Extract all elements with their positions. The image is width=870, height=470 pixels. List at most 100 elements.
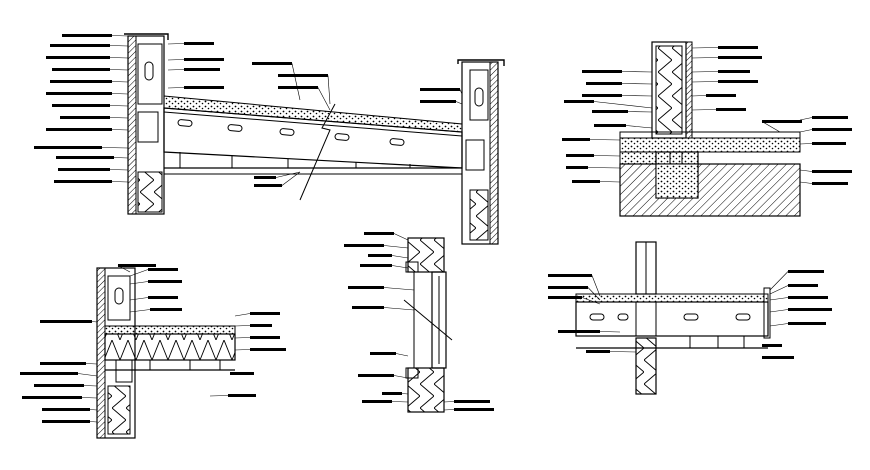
leader-line <box>317 87 331 111</box>
label-text-bar <box>566 166 588 169</box>
label-text-bar <box>58 168 110 171</box>
label-text-bar <box>34 384 84 387</box>
label-text-bar <box>566 154 594 157</box>
right-wall-top-stud <box>469 69 489 121</box>
label-text-bar <box>586 82 622 85</box>
right-end-block <box>465 139 485 171</box>
label-text-bar <box>362 400 392 403</box>
soil-hatch <box>619 163 801 217</box>
label-text-bar <box>46 92 112 95</box>
wall-slot <box>144 61 154 81</box>
label-text-bar <box>454 400 490 403</box>
leader-line <box>83 385 98 387</box>
grade-beam-left <box>619 151 657 165</box>
leader-line <box>89 409 98 411</box>
beam-hangers <box>689 336 745 348</box>
leader-line <box>209 395 229 397</box>
leader-line <box>167 87 185 89</box>
label-text-bar <box>250 324 272 327</box>
leader-line <box>587 287 601 301</box>
leader-line <box>691 47 719 49</box>
label-text-bar <box>278 86 318 89</box>
label-text-bar <box>812 128 852 131</box>
leader-line <box>761 121 781 133</box>
wall-slot <box>114 287 124 305</box>
label-text-bar <box>42 420 90 423</box>
leader-line <box>443 401 455 403</box>
left-parapet-cap <box>124 33 169 40</box>
junction-wall-cladding <box>96 267 106 439</box>
label-text-bar <box>812 182 848 185</box>
label-text-bar <box>594 124 626 127</box>
leader-line <box>799 181 813 184</box>
label-text-bar <box>348 286 384 289</box>
leader-line <box>129 309 151 313</box>
label-text-bar <box>788 296 828 299</box>
label-text-bar <box>40 320 92 323</box>
left-end-block <box>137 111 159 143</box>
leader-line <box>769 309 789 313</box>
leader-line <box>117 265 131 273</box>
label-text-bar <box>548 274 592 277</box>
label-text-bar <box>812 170 852 173</box>
subfloor <box>104 325 236 335</box>
leader-line <box>691 71 719 73</box>
label-text-bar <box>716 108 746 111</box>
wall-slot <box>474 87 484 107</box>
label-text-bar <box>150 308 182 311</box>
label-text-bar <box>228 394 256 397</box>
leader-line <box>691 57 719 59</box>
leader-line <box>691 81 719 83</box>
leader-line <box>111 93 129 95</box>
leader-line <box>77 373 98 377</box>
leader-line <box>391 255 409 259</box>
leader-line <box>691 95 707 97</box>
window-sill-wall <box>407 367 445 413</box>
leader-line <box>459 89 463 95</box>
footing-lower <box>655 163 699 199</box>
left-wall-insulation <box>137 171 163 213</box>
label-text-bar <box>52 68 110 71</box>
floor-hangers <box>149 360 221 370</box>
leader-line <box>101 147 129 149</box>
label-text-bar <box>352 306 384 309</box>
label-text-bar <box>50 44 110 47</box>
lower-wall <box>635 337 657 395</box>
leader-line <box>593 155 621 157</box>
leader-line <box>769 285 789 295</box>
leader-line <box>234 349 251 351</box>
label-text-bar <box>254 184 282 187</box>
label-text-bar <box>46 128 112 131</box>
label-text-bar <box>718 56 762 59</box>
label-text-bar <box>582 70 622 73</box>
leader-line <box>383 287 415 291</box>
floor-foundation-detail <box>619 41 801 217</box>
leader-line <box>799 117 813 121</box>
label-text-bar <box>788 322 826 325</box>
label-text-bar <box>184 58 224 61</box>
head-flashing <box>405 261 419 273</box>
label-text-bar <box>548 296 582 299</box>
leader-line <box>609 351 637 353</box>
label-text-bar <box>562 138 590 141</box>
leader-line <box>591 275 601 297</box>
beam-slots <box>589 313 751 321</box>
leader-line <box>234 337 251 339</box>
leader-line <box>327 75 331 105</box>
label-text-bar <box>148 280 182 283</box>
leader-line <box>769 297 789 301</box>
rim-block <box>115 359 133 383</box>
label-text-bar <box>370 352 396 355</box>
label-text-bar <box>360 264 392 267</box>
leader-line <box>625 125 653 129</box>
right-wall-cladding <box>489 61 499 245</box>
leader-line <box>599 331 621 333</box>
label-text-bar <box>60 116 110 119</box>
junction-wall-insulation <box>107 385 131 435</box>
label-text-bar <box>718 80 758 83</box>
window-break-line <box>403 299 453 341</box>
floor-finish <box>619 131 801 139</box>
label-text-bar <box>812 116 848 119</box>
